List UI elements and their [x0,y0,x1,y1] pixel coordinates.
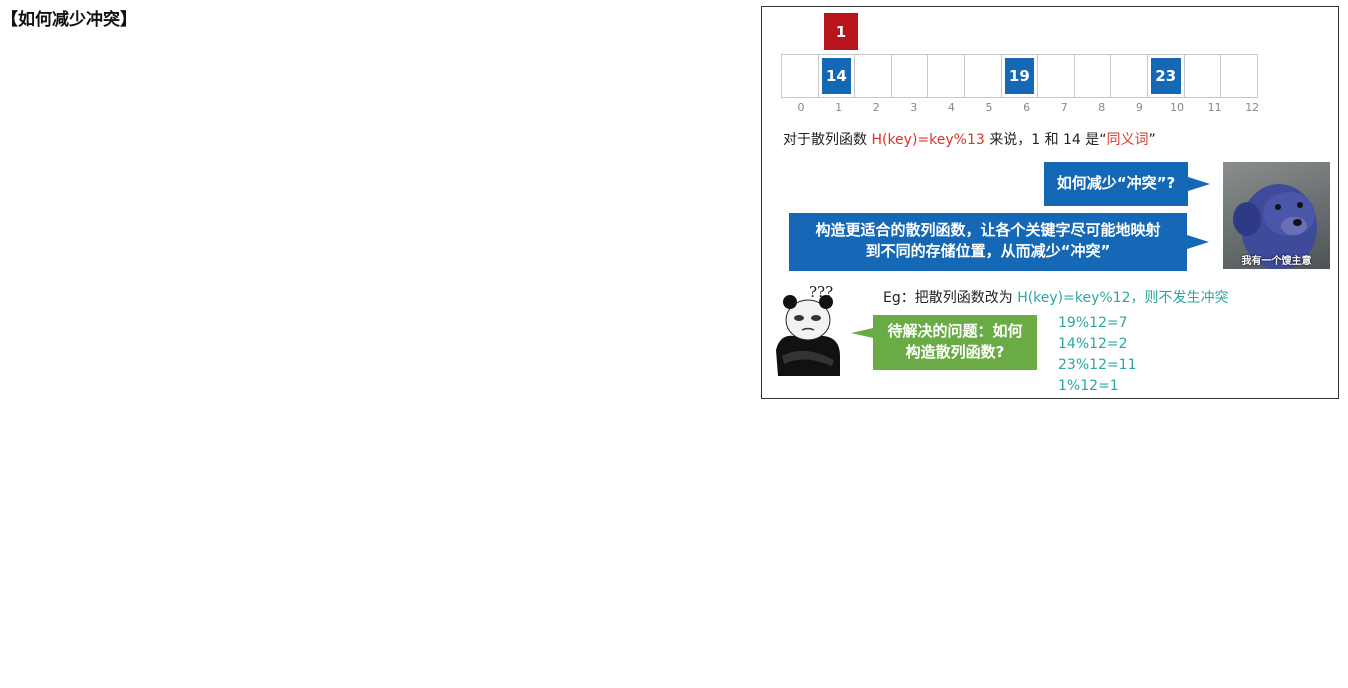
calc-line: 14%12=2 [1058,336,1128,352]
modulo-calculations: 19%12=7 14%12=2 23%12=11 1%12=1 [1058,313,1136,397]
section-heading: 【如何减少冲突】 [1,10,137,30]
hash-slot-6: 19 [1000,54,1039,98]
slot-index: 10 [1170,101,1184,114]
hash-slot-12 [1220,54,1258,98]
slot-index: 2 [872,101,880,114]
eg-prefix: Eg：把散列函数改为 [883,290,1018,306]
question-bubble: 如何减少“冲突”? [1044,162,1210,206]
bear-meme-image: 我有一个馊主意 [1223,162,1330,269]
synonym-caption: 对于散列函数 H(key)=key%13 来说，1 和 14 是“同义词” [783,129,1156,149]
calc-line: 23%12=11 [1058,357,1137,373]
slot-index: 6 [1023,101,1031,114]
answer-bubble: 构造更适合的散列函数，让各个关键字尽可能地映射 到不同的存储位置，从而减少“冲突… [789,213,1209,271]
caption-term: 同义词 [1106,132,1149,148]
caption-function: H(key)=key%13 [871,132,985,148]
eg-function: H(key)=key%12 [1017,290,1131,306]
slot-index: 11 [1207,101,1222,114]
hash-slot-1: 14 [817,54,856,98]
pending-question-bubble: 待解决的问题：如何 构造散列函数? [851,315,1037,370]
calc-line: 19%12=7 [1058,315,1128,331]
pending-line-1: 待解决的问题：如何 [887,322,1023,340]
hash-table: 14 19 23 [781,54,1258,98]
calc-line: 1%12=1 [1058,378,1119,394]
slot-index: 4 [947,101,955,114]
hash-slot-0 [781,54,819,98]
slot-index: 7 [1060,101,1068,114]
hash-slot-2 [854,54,892,98]
meme-caption: 我有一个馊主意 [1241,256,1312,267]
slot-index: 3 [910,101,918,114]
example-line: Eg：把散列函数改为 H(key)=key%12，则不发生冲突 [883,287,1229,307]
hash-slot-7 [1037,54,1075,98]
collision-cell: 1 [824,13,858,50]
slot-index: 9 [1135,101,1143,114]
slot-value: 23 [1150,58,1181,94]
hash-slot-11 [1183,54,1222,98]
answer-line-1: 构造更适合的散列函数，让各个关键字尽可能地映射 [815,221,1161,239]
hash-slot-4 [927,54,965,98]
slot-index: 0 [797,101,805,114]
pending-line-2: 构造散列函数? [905,343,1005,361]
eg-suffix: ，则不发生冲突 [1130,290,1229,306]
slot-index: 1 [835,101,843,114]
answer-line-2: 到不同的存储位置，从而减少“冲突” [865,242,1111,260]
caption-prefix: 对于散列函数 [783,132,872,148]
caption-suffix: ” [1148,132,1156,148]
hash-slot-3 [890,54,929,98]
slot-index: 12 [1245,101,1260,114]
hash-slot-8 [1073,54,1112,98]
slot-value: 14 [821,58,852,94]
panda-meme-icon [776,295,840,376]
slot-index: 8 [1098,101,1106,114]
slot-index: 5 [985,101,993,114]
caption-middle: 来说，1 和 14 是“ [984,132,1107,148]
hash-slot-10: 23 [1146,54,1185,98]
slot-value: 19 [1004,58,1035,94]
hash-slot-9 [1110,54,1148,98]
hash-slot-5 [963,54,1002,98]
